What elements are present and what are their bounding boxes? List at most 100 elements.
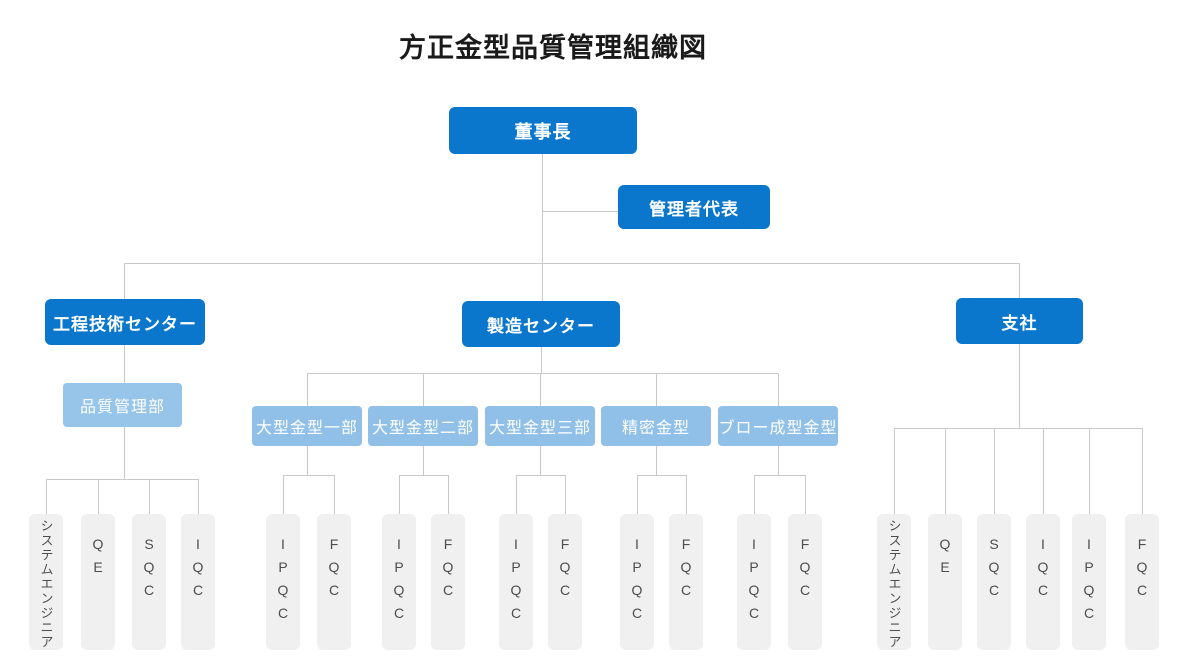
page-title: 方正金型品質管理組織図	[399, 33, 707, 63]
connector-left-team-drop	[149, 479, 150, 514]
node-chairman-label: 董事長	[514, 121, 572, 142]
eng-team-system-engineer: システムエンジニア	[29, 514, 63, 650]
connector-dept1-stem	[307, 446, 308, 475]
connector-department-drop	[656, 373, 657, 406]
dept2-team-fqc-label: FQC	[440, 536, 456, 605]
connector-departments-horizontal	[307, 373, 778, 374]
dept2-team-ipqc: IPQC	[382, 514, 416, 650]
connector-department-drop	[423, 373, 424, 406]
node-quality-control-dept: 品質管理部	[63, 383, 182, 427]
connector-branch-teams-stem	[1019, 344, 1020, 428]
connector-main-horizontal	[124, 263, 1019, 264]
dept1-team-fqc-label: FQC	[326, 536, 342, 605]
connector-engineering-drop	[124, 263, 125, 299]
connector-department-drop	[540, 373, 541, 406]
node-large-mold-dept-1: 大型金型一部	[252, 406, 362, 446]
node-management-representative-label: 管理者代表	[649, 199, 739, 219]
branch-team-fqc: FQC	[1125, 514, 1159, 650]
dept4-team-fqc: FQC	[669, 514, 703, 650]
connector-dept2-stem	[423, 446, 424, 475]
dept3-team-fqc-label: FQC	[557, 536, 573, 605]
dept4-team-ipqc: IPQC	[620, 514, 654, 650]
connector-dept5-stem	[778, 446, 779, 475]
connector-dept2-horizontal	[399, 475, 448, 476]
connector-team-drop	[399, 475, 400, 514]
dept5-team-ipqc: IPQC	[737, 514, 771, 650]
connector-team-drop	[334, 475, 335, 514]
branch-team-sqc: SQC	[977, 514, 1011, 650]
connector-team-drop	[516, 475, 517, 514]
dept1-team-ipqc-label: IPQC	[275, 536, 291, 628]
branch-team-ipqc: IPQC	[1072, 514, 1106, 650]
connector-branch-drop	[1019, 263, 1020, 298]
connector-engineering-dept-stem	[124, 345, 125, 383]
connector-branch-team-drop	[994, 428, 995, 514]
eng-team-sqc: SQC	[132, 514, 166, 650]
connector-dept5-horizontal	[754, 475, 805, 476]
connector-dept4-stem	[656, 446, 657, 475]
node-blow-mold-dept: ブロー成型金型	[718, 406, 838, 446]
connector-branch-team-drop	[1089, 428, 1090, 514]
dept5-team-fqc-label: FQC	[797, 536, 813, 605]
eng-team-qe: QE	[81, 514, 115, 650]
connector-department-drop	[778, 373, 779, 406]
node-blow-mold-dept-label: ブロー成型金型	[718, 420, 838, 437]
dept4-team-ipqc-label: IPQC	[629, 536, 645, 628]
node-engineering-center: 工程技術センター	[45, 299, 205, 345]
dept2-team-ipqc-label: IPQC	[391, 536, 407, 628]
node-precision-mold-dept: 精密金型	[601, 406, 711, 446]
branch-team-ipqc-label: IPQC	[1081, 536, 1097, 628]
eng-team-system-engineer-label: システムエンジニア	[38, 519, 54, 650]
connector-dept-teams-stem	[124, 427, 125, 479]
branch-team-system-engineer: システムエンジニア	[877, 514, 911, 650]
node-large-mold-dept-3-label: 大型金型三部	[488, 420, 591, 437]
connector-dept4-horizontal	[637, 475, 686, 476]
connector-left-team-drop	[46, 479, 47, 514]
connector-left-team-drop	[98, 479, 99, 514]
branch-team-qe-label: QE	[937, 536, 953, 582]
dept2-team-fqc: FQC	[431, 514, 465, 650]
connector-root-stem	[542, 154, 543, 301]
connector-team-drop	[637, 475, 638, 514]
connector-branch-team-drop	[945, 428, 946, 514]
branch-team-iqc: IQC	[1026, 514, 1060, 650]
branch-team-qe: QE	[928, 514, 962, 650]
node-large-mold-dept-3: 大型金型三部	[485, 406, 595, 446]
node-branch-office: 支社	[956, 298, 1083, 344]
node-large-mold-dept-2: 大型金型二部	[368, 406, 478, 446]
connector-team-drop	[805, 475, 806, 514]
connector-team-drop	[448, 475, 449, 514]
node-large-mold-dept-1-label: 大型金型一部	[255, 420, 358, 437]
connector-branch-team-drop	[1142, 428, 1143, 514]
node-branch-office-label: 支社	[1001, 313, 1038, 333]
node-manufacturing-center: 製造センター	[462, 301, 620, 347]
dept3-team-ipqc: IPQC	[499, 514, 533, 650]
connector-branch-horizontal	[894, 428, 1142, 429]
connector-dept1-horizontal	[283, 475, 334, 476]
branch-team-sqc-label: SQC	[986, 536, 1002, 605]
connector-representative	[543, 211, 618, 212]
node-large-mold-dept-2-label: 大型金型二部	[371, 420, 474, 437]
dept1-team-fqc: FQC	[317, 514, 351, 650]
connector-branch-team-drop	[1043, 428, 1044, 514]
connector-team-drop	[283, 475, 284, 514]
dept5-team-fqc: FQC	[788, 514, 822, 650]
connector-team-drop	[565, 475, 566, 514]
dept3-team-ipqc-label: IPQC	[508, 536, 524, 628]
connector-team-drop	[686, 475, 687, 514]
branch-team-system-engineer-label: システムエンジニア	[886, 519, 902, 650]
node-quality-control-dept-label: 品質管理部	[79, 399, 165, 416]
connector-branch-team-drop	[894, 428, 895, 514]
eng-team-iqc: IQC	[181, 514, 215, 650]
connector-left-teams-horizontal	[46, 479, 198, 480]
branch-team-fqc-label: FQC	[1134, 536, 1150, 605]
dept1-team-ipqc: IPQC	[266, 514, 300, 650]
dept4-team-fqc-label: FQC	[678, 536, 694, 605]
eng-team-sqc-label: SQC	[141, 536, 157, 605]
connector-left-team-drop	[198, 479, 199, 514]
connector-dept3-stem	[540, 446, 541, 475]
dept5-team-ipqc-label: IPQC	[746, 536, 762, 628]
connector-manufacturing-stem	[541, 347, 542, 373]
dept3-team-fqc: FQC	[548, 514, 582, 650]
